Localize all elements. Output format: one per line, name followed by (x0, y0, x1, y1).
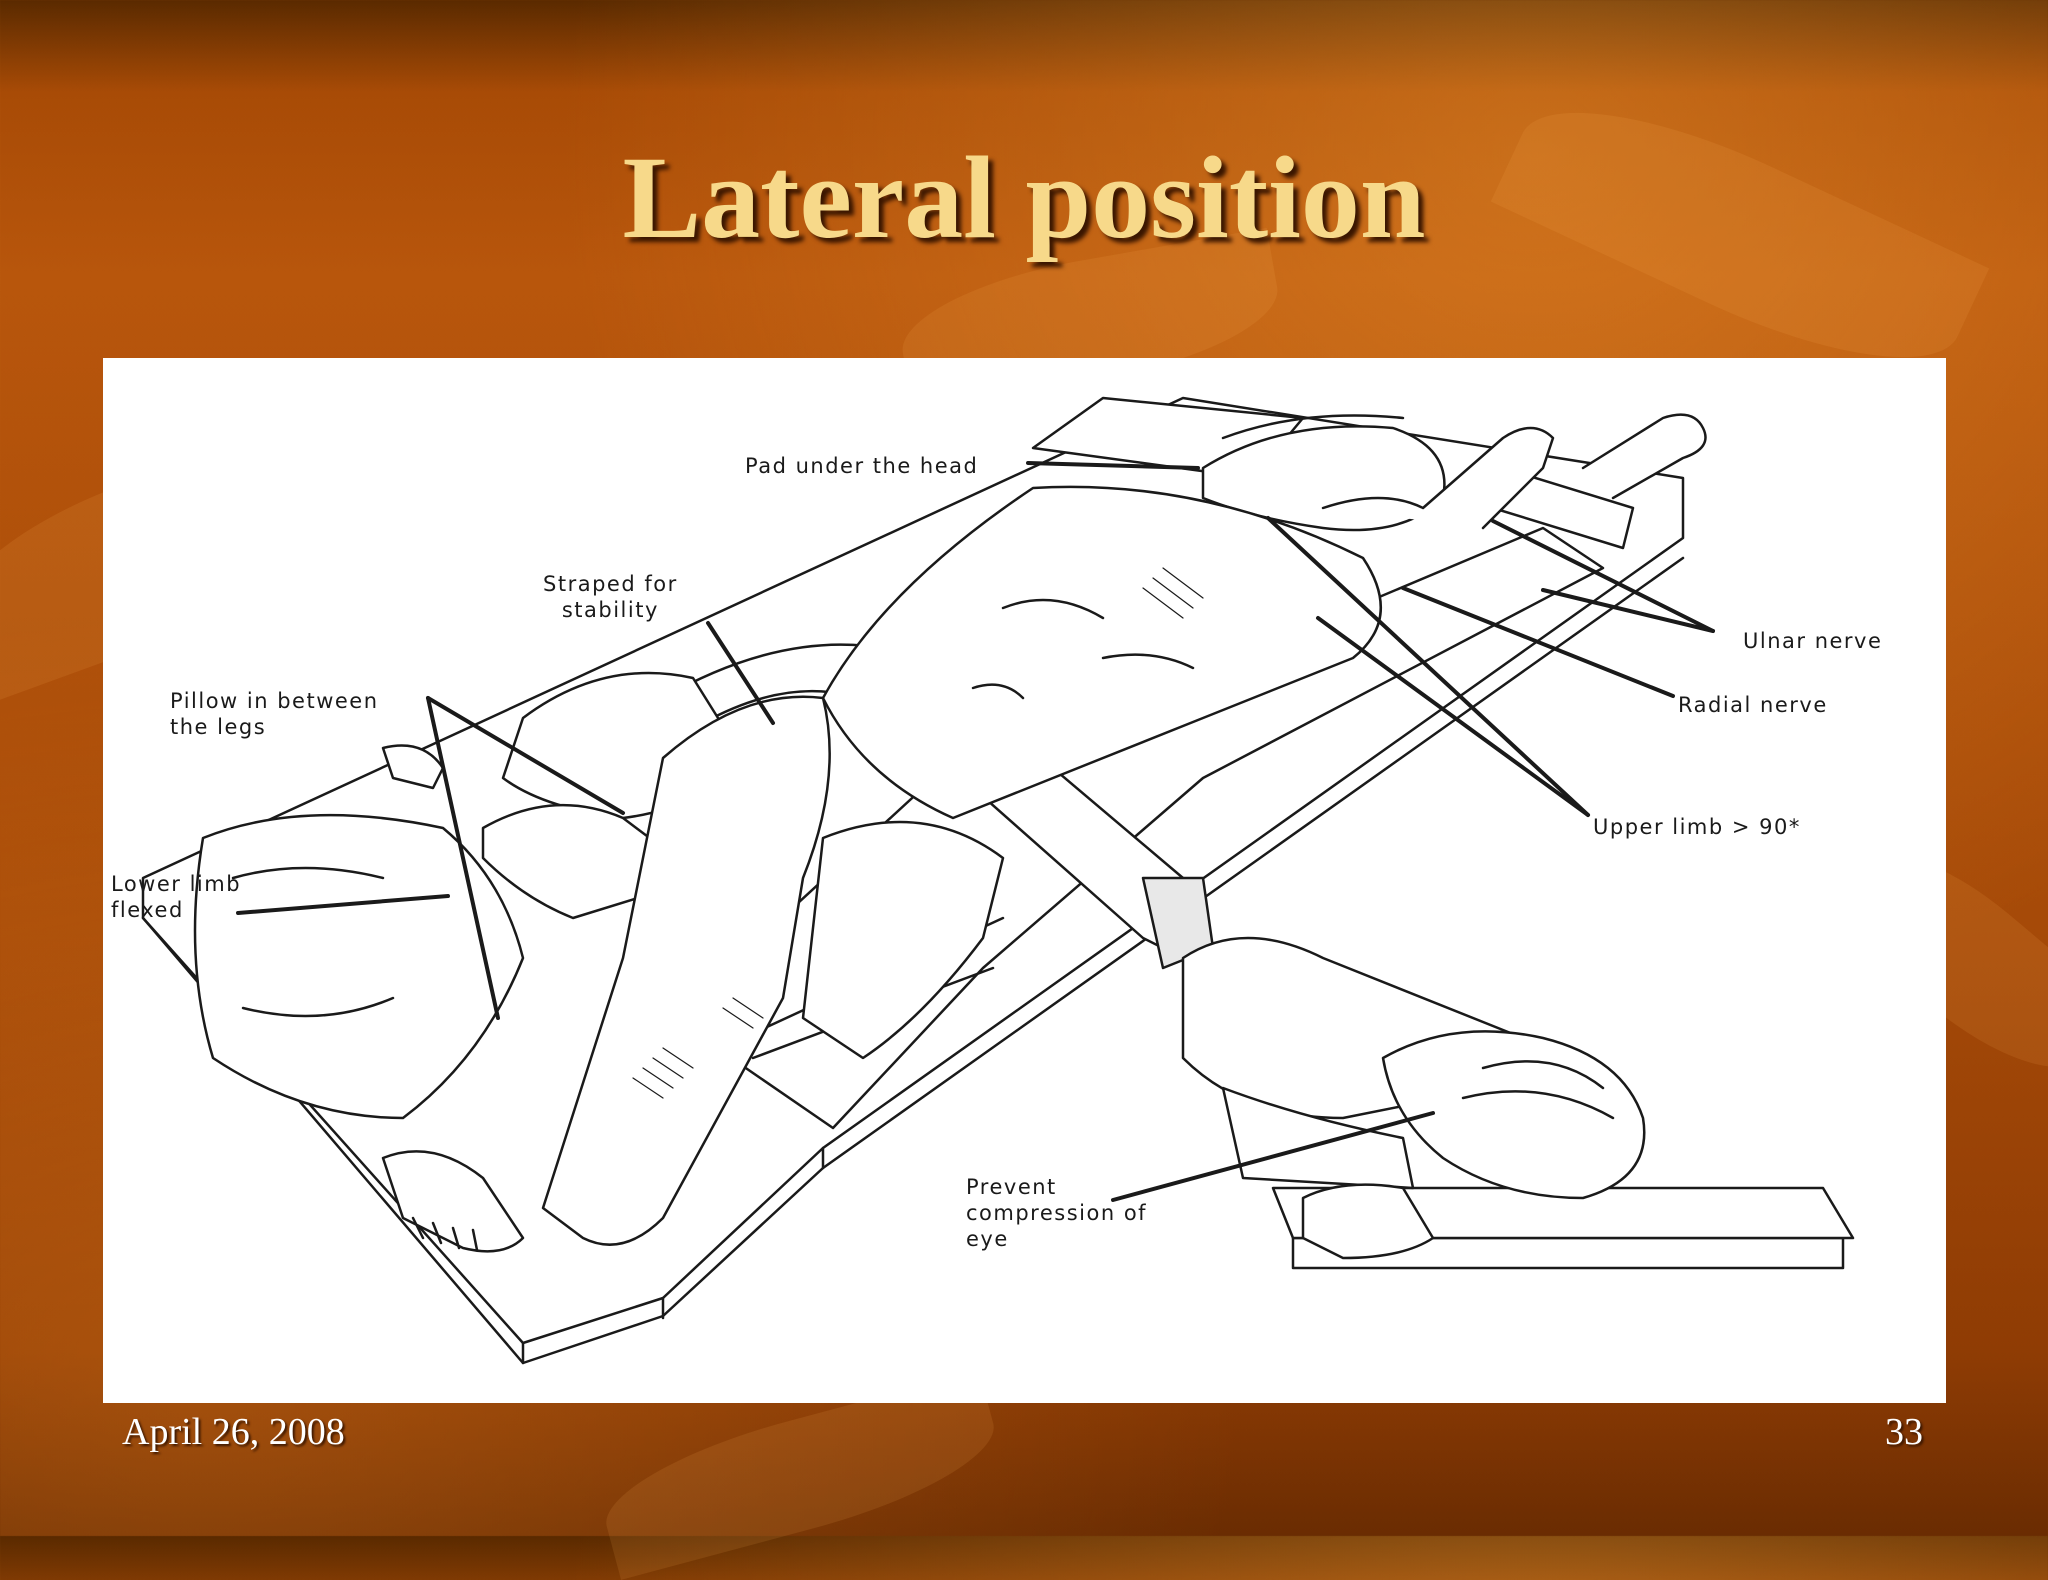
leader-pillow-upper (426, 696, 625, 815)
label-prevent-compression-eye: Prevent compression of eye (966, 1175, 1148, 1251)
leader-upper-limb-2 (1316, 616, 1590, 817)
leader-ulnar-2 (1541, 588, 1715, 633)
slide-page-number: 33 (1885, 1411, 1923, 1453)
slide-date: April 26, 2008 (122, 1411, 345, 1453)
label-straped-for-stability: Straped for stability (543, 572, 678, 622)
leader-pillow-lower (426, 696, 500, 1020)
leader-prevent-eye (1111, 1111, 1435, 1202)
label-radial-nerve: Radial nerve (1678, 693, 1828, 717)
slide-title: Lateral position (622, 132, 1426, 263)
label-upper-limb-90: Upper limb > 90* (1593, 815, 1801, 839)
leader-straped (706, 621, 775, 725)
inset-head-view (1181, 936, 1855, 1270)
patient-body (193, 413, 1707, 1253)
leader-pad-head (1026, 461, 1200, 470)
label-lower-limb-flexed: Lower limb flexed (111, 872, 242, 922)
leader-radial (1401, 586, 1675, 698)
label-pad-under-head: Pad under the head (745, 454, 979, 478)
shading (632, 567, 1204, 1099)
leader-lines (236, 461, 1715, 1202)
leader-lower-limb (236, 894, 450, 915)
lateral-position-illustration: Pad under the head Straped for stability… (103, 358, 1946, 1403)
label-ulnar-nerve: Ulnar nerve (1743, 629, 1883, 653)
label-pillow-between-legs: Pillow in between the legs (170, 689, 379, 739)
leader-upper-limb-1 (1266, 516, 1590, 817)
patient-diagram (141, 396, 1855, 1365)
leader-ulnar-1 (1491, 519, 1715, 633)
